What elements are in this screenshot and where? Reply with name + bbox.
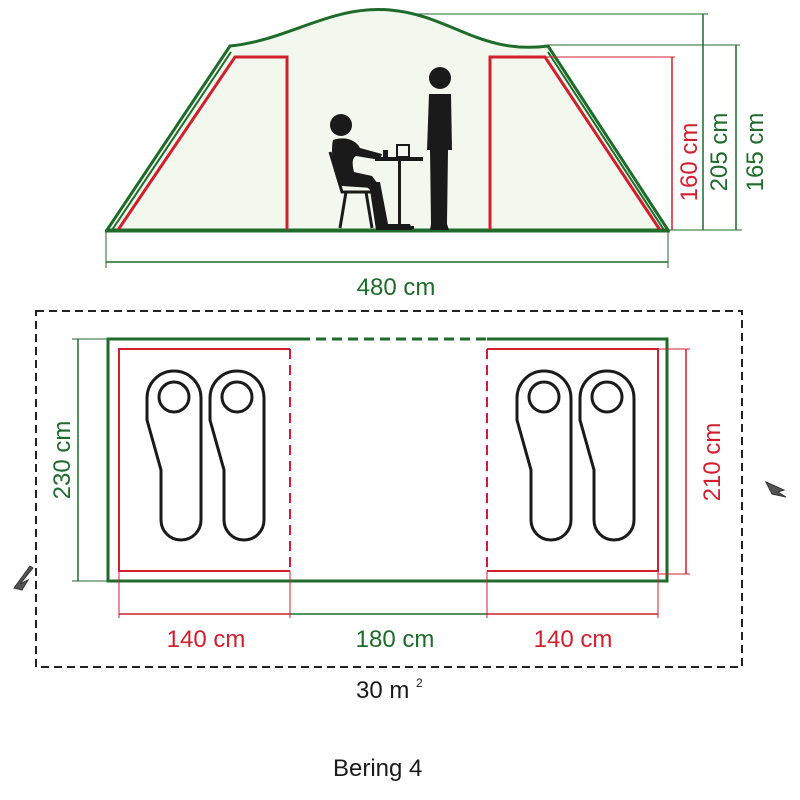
width-label: 230 cm: [49, 421, 76, 500]
living-length-label: 180 cm: [356, 626, 435, 653]
seated-person-icon: [330, 114, 412, 230]
floor-plan: 230 cm 210 cm 140 cm 180 cm 140 cm 30 m …: [13, 310, 787, 704]
side-view-dimension-lines: [410, 13, 742, 231]
side-height-label: 165 cm: [742, 113, 769, 192]
area-unit-superscript: 2: [416, 676, 423, 690]
right-bedroom-outline: [487, 348, 659, 572]
total-height-label: 205 cm: [706, 113, 733, 192]
side-view: 160 cm 205 cm 165 cm 480 cm: [105, 8, 769, 301]
left-bedroom-profile: [116, 55, 289, 231]
bedroom-width-label: 210 cm: [699, 423, 726, 502]
inner-height-label: 160 cm: [676, 123, 703, 202]
product-name: Bering 4: [333, 755, 422, 782]
length-label: 480 cm: [357, 274, 436, 301]
area-label: 30 m 2: [356, 676, 423, 704]
footprint-outline: [35, 310, 743, 668]
standing-person-icon: [427, 67, 452, 230]
sleeping-bag-icon: [145, 369, 203, 542]
left-bedroom-length-label: 140 cm: [167, 626, 246, 653]
left-inner-shell-line: [111, 51, 232, 231]
sleeping-bag-icon: [515, 369, 573, 542]
right-bedroom-profile: [488, 55, 662, 231]
area-value: 30 m: [356, 677, 409, 704]
sleeping-bag-icon: [578, 369, 636, 542]
sleeping-bag-icon: [208, 369, 266, 542]
left-bedroom-outline: [118, 348, 290, 572]
right-bedroom-length-label: 140 cm: [534, 626, 613, 653]
tent-peg-icon: [764, 480, 787, 498]
tent-peg-icon: [13, 565, 34, 591]
tent-outer-shell: [105, 8, 670, 232]
right-inner-shell-line: [547, 51, 665, 231]
